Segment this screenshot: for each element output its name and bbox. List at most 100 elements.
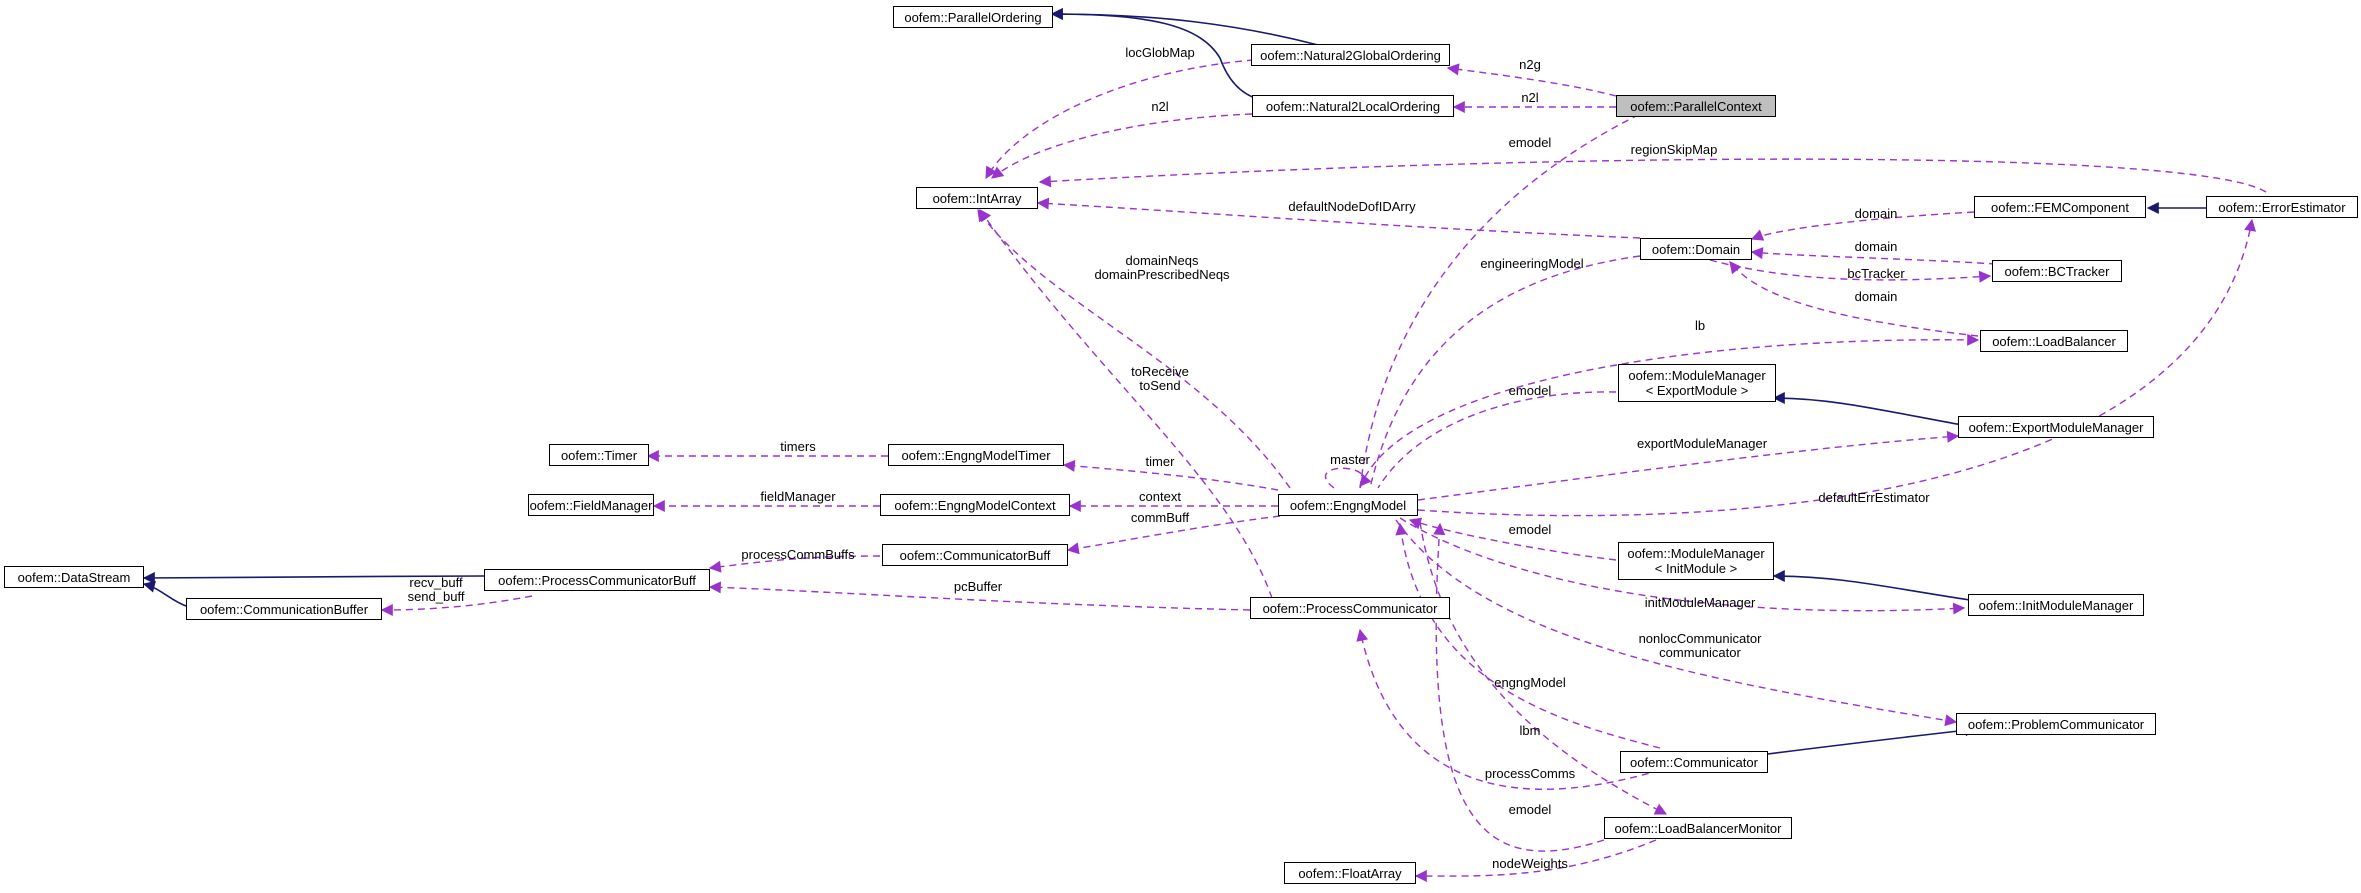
node-label: oofem::CommunicationBuffer — [199, 601, 369, 617]
edge-communication-buffer-inherits-data-stream — [142, 580, 187, 607]
node-timer[interactable]: oofem::Timer — [549, 444, 649, 466]
edge-label-domain-2: domain — [1854, 239, 1898, 254]
edge-label-emodel-bottom: emodel — [1508, 802, 1552, 817]
node-module-manager-export[interactable]: oofem::ModuleManager< ExportModule > — [1618, 364, 1776, 402]
node-communicator-buff[interactable]: oofem::CommunicatorBuff — [882, 544, 1068, 566]
edge-label-domain-neqs-1: domainNeqs — [1125, 253, 1199, 268]
edge-pc-buffer — [708, 581, 1251, 611]
node-engng-model[interactable]: oofem::EngngModel — [1278, 494, 1418, 516]
node-label: oofem::BCTracker — [2004, 263, 2110, 279]
node-engng-model-timer[interactable]: oofem::EngngModelTimer — [888, 444, 1064, 466]
node-fem-component[interactable]: oofem::FEMComponent — [1974, 196, 2146, 218]
node-label: oofem::Natural2GlobalOrdering — [1260, 47, 1441, 63]
edge-process-communicator-buff-inherits-data-stream — [142, 571, 485, 584]
edge-emodel-parallel-context — [1359, 115, 1637, 489]
node-label: oofem::Domain — [1651, 241, 1741, 257]
node-export-module-manager[interactable]: oofem::ExportModuleManager — [1958, 416, 2154, 438]
edge-label-lbm: lbm — [1519, 723, 1541, 738]
edge-comm-buff — [1066, 515, 1281, 555]
node-label: oofem::LoadBalancer — [1992, 333, 2116, 349]
node-load-balancer[interactable]: oofem::LoadBalancer — [1980, 330, 2128, 352]
edge-label-emodel-top: emodel — [1508, 135, 1552, 150]
node-domain[interactable]: oofem::Domain — [1640, 238, 1752, 260]
edge-emodel-init — [1408, 517, 1617, 561]
node-label: oofem::ParallelOrdering — [904, 9, 1042, 25]
node-label: oofem::CommunicatorBuff — [899, 547, 1051, 563]
edge-label-context: context — [1139, 489, 1181, 504]
node-parallel-ordering[interactable]: oofem::ParallelOrdering — [893, 6, 1053, 28]
edge-init-module-manager — [1399, 517, 1966, 615]
edge-n2g — [1446, 63, 1617, 97]
edge-label-init-module-manager: initModuleManager — [1644, 595, 1756, 610]
node-communicator[interactable]: oofem::Communicator — [1620, 751, 1768, 773]
edge-label-n2g: n2g — [1519, 57, 1541, 72]
edge-label-to-receive-2: toSend — [1139, 378, 1181, 393]
node-label: oofem::EngngModelTimer — [901, 447, 1051, 463]
edge-nonloc-communicator — [1395, 519, 1958, 727]
node-natural2global-ordering[interactable]: oofem::Natural2GlobalOrdering — [1251, 44, 1450, 66]
node-label: oofem::Timer — [560, 447, 638, 463]
node-label: oofem::Natural2LocalOrdering — [1265, 98, 1441, 114]
edge-engineering-model — [1369, 255, 1641, 489]
edge-label-bc-tracker: bcTracker — [1847, 266, 1905, 281]
node-engng-model-context[interactable]: oofem::EngngModelContext — [880, 494, 1070, 516]
edge-bc-tracker — [1709, 259, 1992, 283]
node-label: oofem::Communicator — [1630, 754, 1758, 770]
edge-label-timers: timers — [780, 439, 816, 454]
edge-domain-bctracker — [1750, 247, 1997, 265]
node-init-module-manager[interactable]: oofem::InitModuleManager — [1968, 594, 2144, 616]
node-parallel-context[interactable]: oofem::ParallelContext — [1616, 95, 1776, 117]
edge-node-weights — [1414, 839, 1657, 883]
edge-default-err-estimator — [1417, 218, 2256, 517]
node-label: oofem::LoadBalancerMonitor — [1614, 820, 1782, 836]
edge-label-domain-neqs-2: domainPrescribedNeqs — [1094, 267, 1230, 282]
node-label: oofem::EngngModelContext — [894, 497, 1056, 513]
edge-label-n2l-right: n2l — [1521, 90, 1539, 105]
node-label: oofem::InitModuleManager — [1978, 597, 2134, 613]
edge-label-default-node-dof-id-arry: defaultNodeDofIDArry — [1288, 199, 1416, 214]
node-error-estimator[interactable]: oofem::ErrorEstimator — [2206, 196, 2358, 218]
edge-process-comms — [1356, 628, 1661, 790]
edge-to-receive — [979, 209, 1273, 599]
node-label: oofem::ParallelContext — [1630, 98, 1762, 114]
node-communication-buffer[interactable]: oofem::CommunicationBuffer — [186, 598, 382, 620]
node-module-manager-init[interactable]: oofem::ModuleManager< InitModule > — [1618, 542, 1774, 580]
node-label: oofem::EngngModel — [1289, 497, 1407, 513]
node-field-manager[interactable]: oofem::FieldManager — [528, 494, 654, 516]
edge-label-loc-glob-map: locGlobMap — [1125, 45, 1195, 60]
node-label: oofem::ProcessCommunicatorBuff — [498, 572, 696, 588]
node-problem-communicator[interactable]: oofem::ProblemCommunicator — [1956, 713, 2156, 735]
edge-label-process-comm-buffs: processCommBuffs — [741, 547, 855, 562]
node-process-communicator-buff[interactable]: oofem::ProcessCommunicatorBuff — [484, 569, 710, 591]
node-process-communicator[interactable]: oofem::ProcessCommunicator — [1250, 597, 1450, 619]
node-label-line2: < InitModule > — [1654, 561, 1738, 576]
edge-n2l-intarray — [991, 113, 1253, 179]
node-natural2local-ordering[interactable]: oofem::Natural2LocalOrdering — [1252, 95, 1454, 117]
edge-lbm — [1419, 521, 1668, 815]
edge-label-domain-3: domain — [1854, 289, 1898, 304]
node-label: oofem::ErrorEstimator — [2218, 199, 2346, 215]
edge-label-timer: timer — [1145, 454, 1175, 469]
edge-domain-fem — [1750, 211, 1975, 241]
edge-process-comm-buffs — [708, 555, 881, 573]
node-label-line2: < ExportModule > — [1645, 383, 1749, 398]
edge-label-field-manager: fieldManager — [760, 489, 836, 504]
node-label: oofem::IntArray — [932, 190, 1022, 206]
edge-domain-load-balancer — [1729, 261, 1979, 337]
edge-lb — [1359, 333, 1980, 489]
edge-label-recv-buff-2: send_buff — [407, 589, 465, 604]
node-int-array[interactable]: oofem::IntArray — [916, 187, 1038, 209]
edge-region-skip-map — [1038, 158, 2267, 193]
edge-emodel-export — [1377, 391, 1617, 489]
edge-label-recv-buff-1: recv_buff — [409, 575, 463, 590]
edge-label-comm-buff: commBuff — [1130, 510, 1190, 525]
edge-label-domain-1: domain — [1854, 206, 1898, 221]
node-data-stream[interactable]: oofem::DataStream — [4, 566, 144, 588]
node-bc-tracker[interactable]: oofem::BCTracker — [1992, 260, 2122, 282]
edge-label-engng-model: engngModel — [1494, 675, 1566, 690]
node-label: oofem::FloatArray — [1298, 865, 1402, 881]
node-load-balancer-monitor[interactable]: oofem::LoadBalancerMonitor — [1604, 817, 1792, 839]
edge-label-to-receive-1: toReceive — [1131, 364, 1189, 379]
node-float-array[interactable]: oofem::FloatArray — [1284, 862, 1416, 884]
